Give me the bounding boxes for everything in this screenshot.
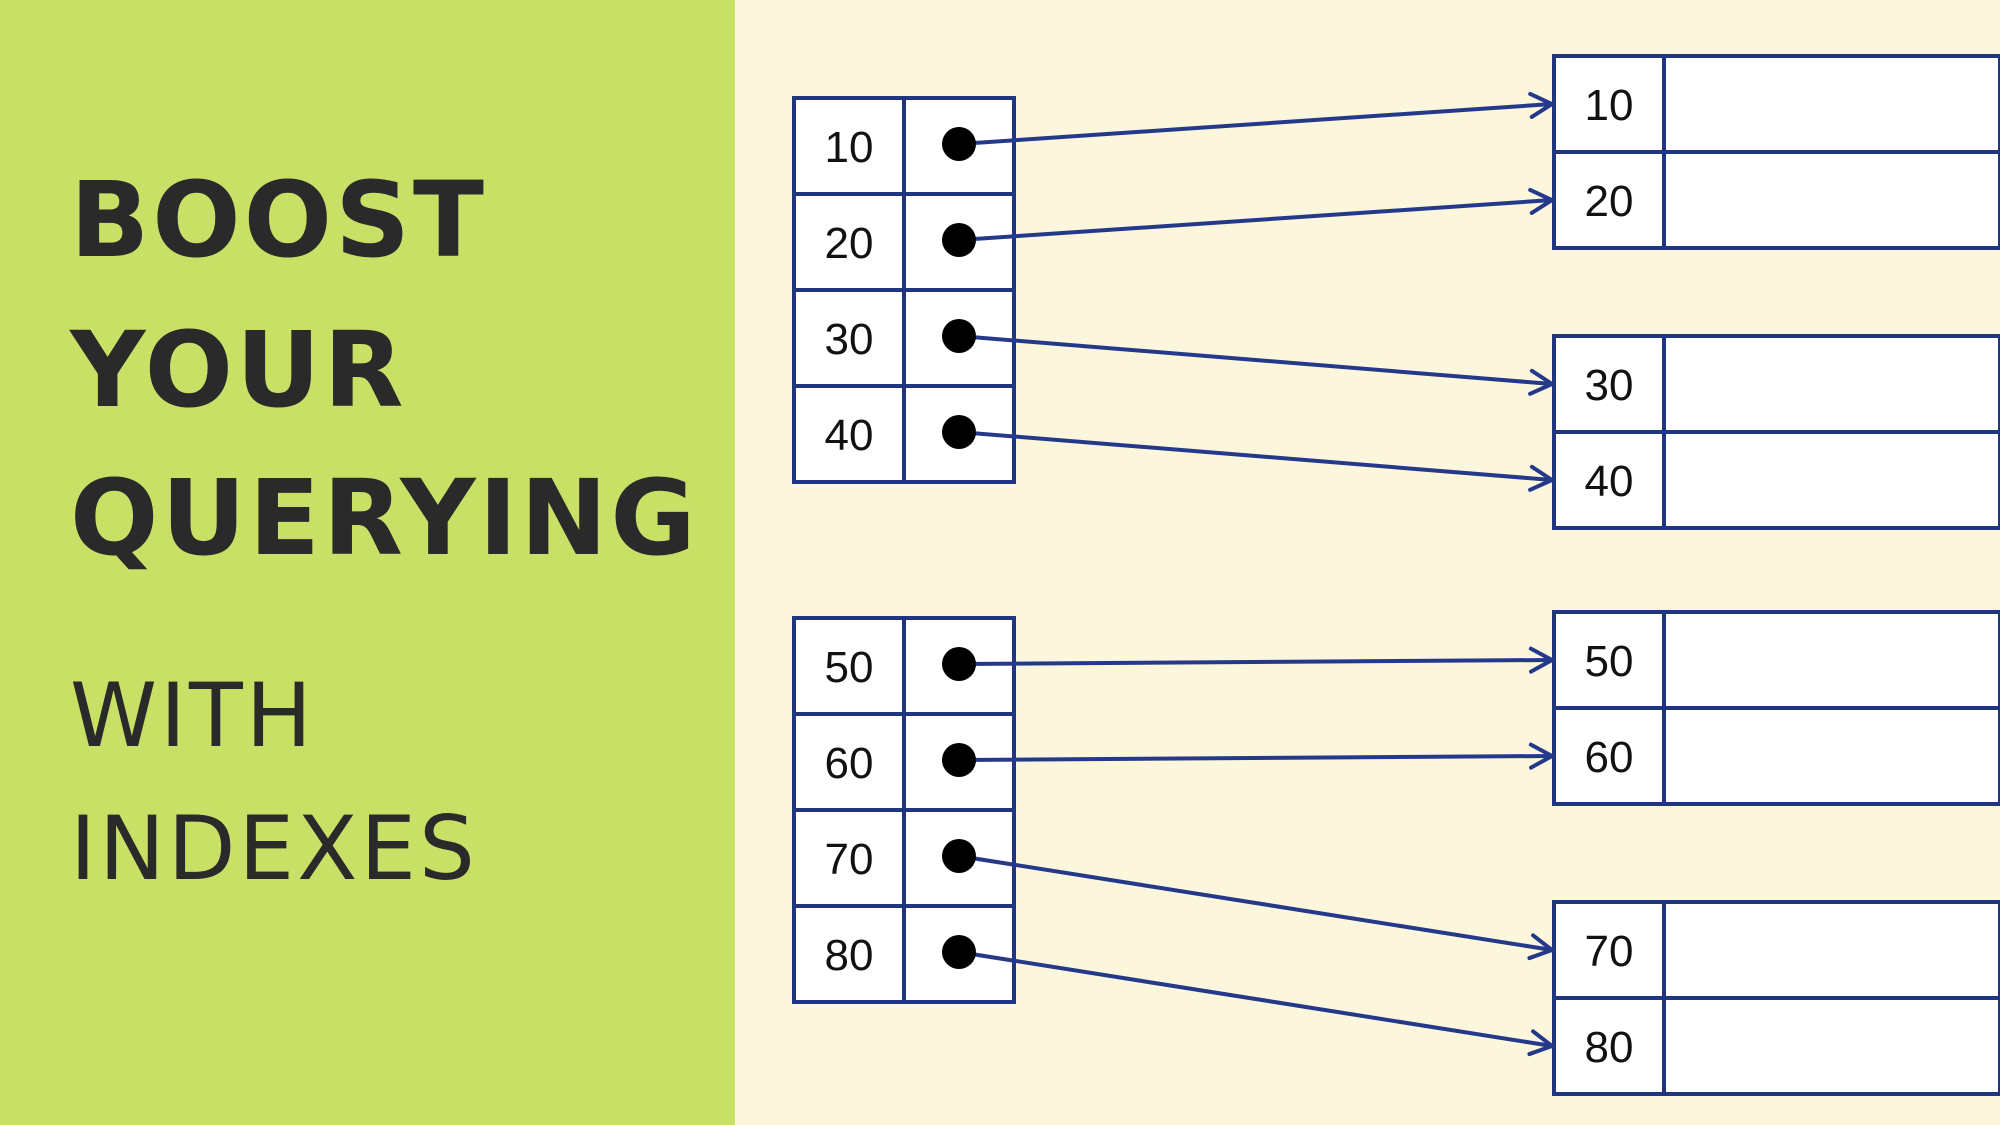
index-key-label: 10 xyxy=(825,123,874,172)
data-key-label: 30 xyxy=(1585,361,1634,410)
index-key-cell xyxy=(792,808,906,908)
pointer-arrow-line xyxy=(958,198,1553,242)
data-key-label: 60 xyxy=(1585,733,1634,782)
headline-line-1: BOOST xyxy=(70,159,487,281)
subline-2: INDEXES xyxy=(70,797,478,900)
pointer-arrow-line xyxy=(958,754,1553,762)
data-value-cell xyxy=(1662,430,2000,530)
data-value-cell xyxy=(1662,334,2000,434)
arrow-head-icon xyxy=(1527,933,1557,961)
pointer-dots xyxy=(942,127,976,969)
index-block-1: 10 20 30 40 xyxy=(792,96,1016,484)
data-key-label: 50 xyxy=(1585,637,1634,686)
pointer-dot-icon xyxy=(942,319,976,353)
arrow-head-icon xyxy=(1528,646,1557,674)
arrow-head-icon xyxy=(1528,91,1557,119)
pointer-arrow-line xyxy=(958,854,1553,952)
pointer-dot-icon xyxy=(942,127,976,161)
pointer-dot-icon xyxy=(942,743,976,777)
index-key-label: 20 xyxy=(825,219,874,268)
index-key-label: 70 xyxy=(825,835,874,884)
index-key-label: 60 xyxy=(825,739,874,788)
data-block-4: 70 80 xyxy=(1552,900,2000,1096)
data-block-3: 50 60 xyxy=(1552,610,2000,806)
index-key-label: 40 xyxy=(825,411,874,460)
pointer-arrow-line xyxy=(958,950,1553,1048)
arrow-head-icon xyxy=(1528,368,1557,396)
headline-line-2: YOUR xyxy=(70,309,407,431)
title-panel: BOOST YOUR QUERYING WITH INDEXES xyxy=(0,0,735,1125)
headline-line-3: QUERYING xyxy=(70,457,699,579)
data-value-cell xyxy=(1662,706,2000,806)
data-block-2: 30 40 xyxy=(1552,334,2000,530)
data-key-cell xyxy=(1552,430,1666,530)
data-key-label: 80 xyxy=(1585,1023,1634,1072)
data-value-cell xyxy=(1662,150,2000,250)
pointer-dot-icon xyxy=(942,415,976,449)
pointer-arrow-line xyxy=(958,430,1553,482)
index-key-label: 50 xyxy=(825,643,874,692)
index-block-2: 50 60 70 80 xyxy=(792,616,1016,1004)
pointer-arrows xyxy=(958,91,1557,1057)
index-key-cell xyxy=(792,904,906,1004)
pointer-arrow-line xyxy=(958,334,1553,386)
pointer-dot-icon xyxy=(942,223,976,257)
arrow-head-icon xyxy=(1528,187,1557,215)
data-key-cell xyxy=(1552,900,1666,1000)
data-key-label: 10 xyxy=(1585,81,1634,130)
data-block-1: 10 20 xyxy=(1552,54,2000,250)
data-value-cell xyxy=(1662,900,2000,1000)
pointer-arrow-line xyxy=(958,658,1553,666)
subline-1: WITH xyxy=(70,664,315,767)
index-pointer-cell xyxy=(902,808,1016,908)
data-value-cell xyxy=(1662,610,2000,710)
data-value-cell xyxy=(1662,54,2000,154)
data-key-label: 20 xyxy=(1585,177,1634,226)
data-key-label: 70 xyxy=(1585,927,1634,976)
pointer-dot-icon xyxy=(942,839,976,873)
pointer-arrow-line xyxy=(958,102,1553,146)
arrow-head-icon xyxy=(1528,464,1557,492)
pointer-dot-icon xyxy=(942,647,976,681)
index-key-label: 30 xyxy=(825,315,874,364)
pointer-dot-icon xyxy=(942,935,976,969)
arrow-head-icon xyxy=(1528,742,1557,770)
arrow-head-icon xyxy=(1527,1029,1557,1057)
data-value-cell xyxy=(1662,996,2000,1096)
index-key-label: 80 xyxy=(825,931,874,980)
data-key-label: 40 xyxy=(1585,457,1634,506)
